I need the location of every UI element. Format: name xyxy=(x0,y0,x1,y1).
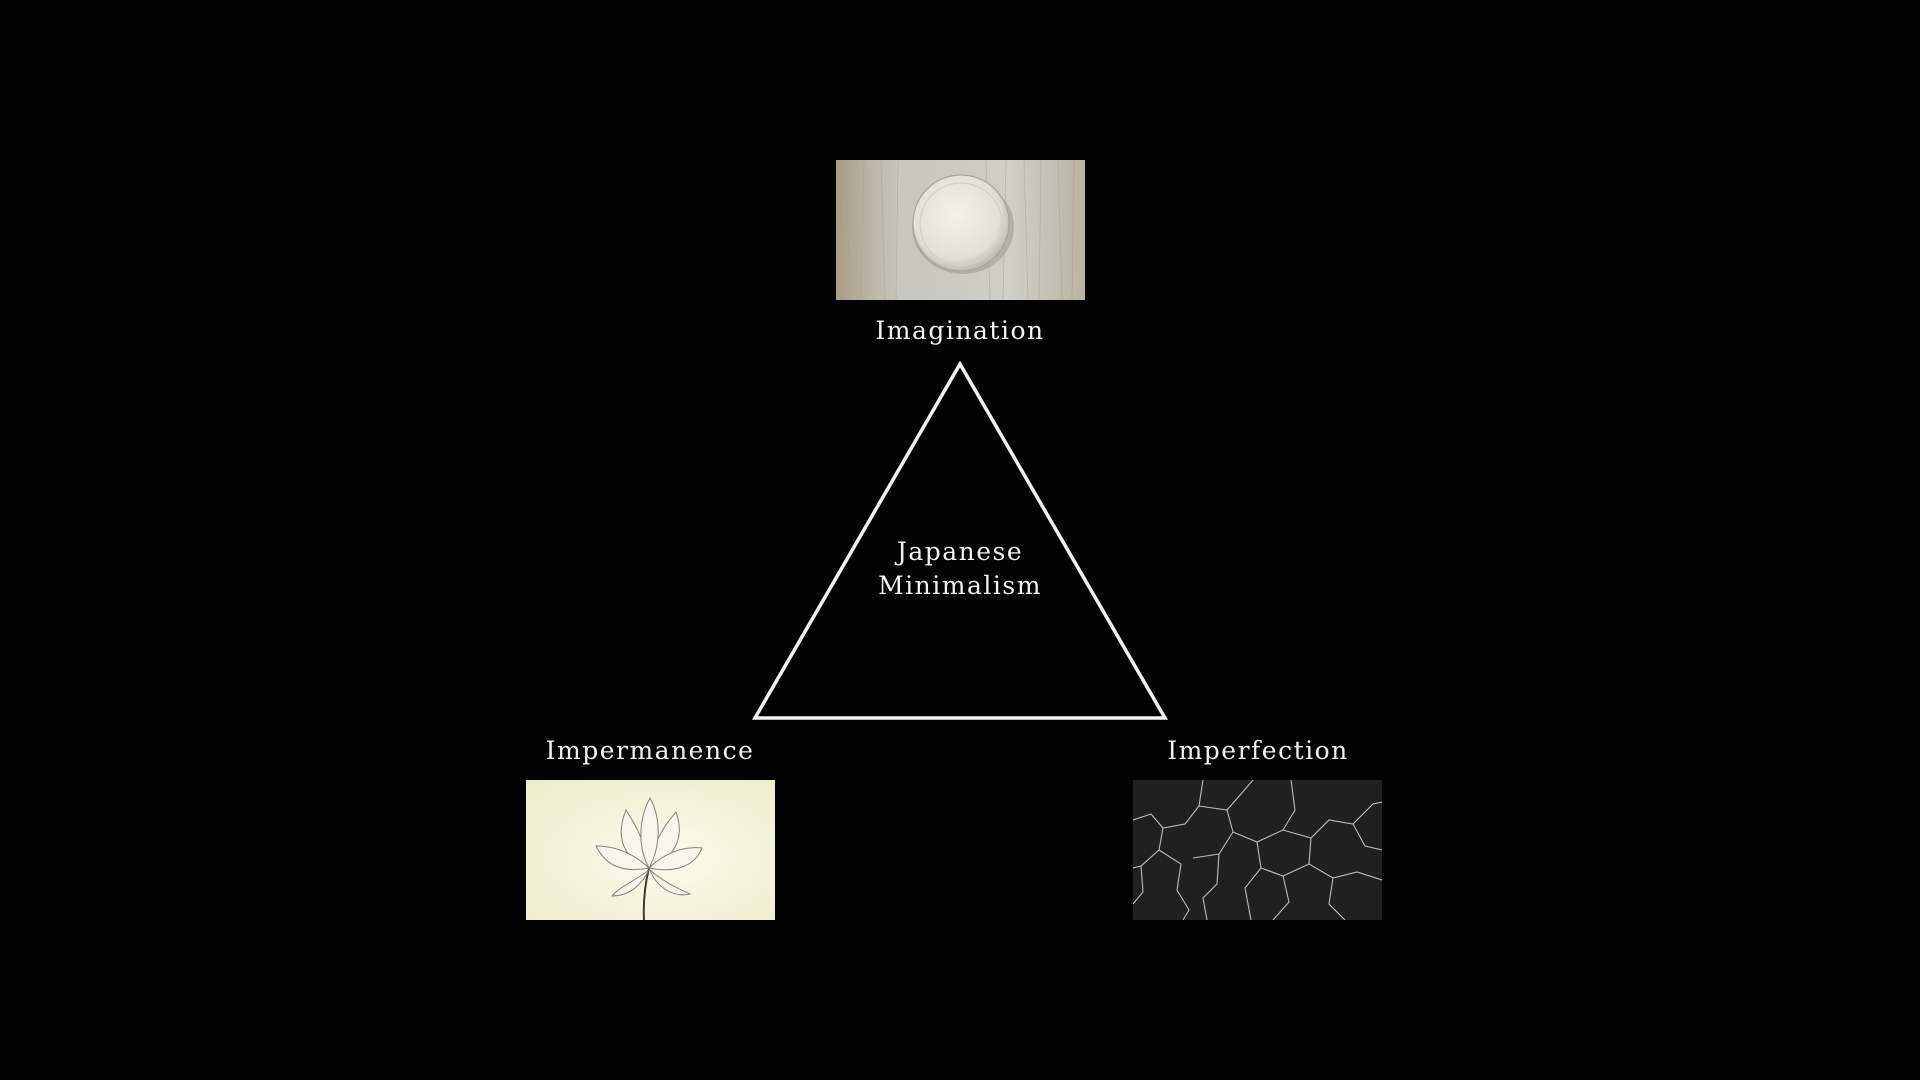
node-label-imperfection: Imperfection xyxy=(1167,736,1349,765)
impermanence-image xyxy=(526,780,775,920)
ceramic-bowl-icon xyxy=(836,160,1085,300)
node-label-impermanence: Impermanence xyxy=(545,736,755,765)
node-label-imagination: Imagination xyxy=(875,316,1045,345)
center-label-line1: Japanese xyxy=(896,537,1024,566)
lotus-flower-icon xyxy=(526,780,775,920)
imagination-image xyxy=(836,160,1085,300)
imperfection-image xyxy=(1133,780,1382,920)
center-label: Japanese Minimalism xyxy=(878,535,1042,603)
center-label-line2: Minimalism xyxy=(878,571,1042,600)
cracked-surface-icon xyxy=(1133,780,1382,920)
triangle-outline xyxy=(751,360,1169,720)
